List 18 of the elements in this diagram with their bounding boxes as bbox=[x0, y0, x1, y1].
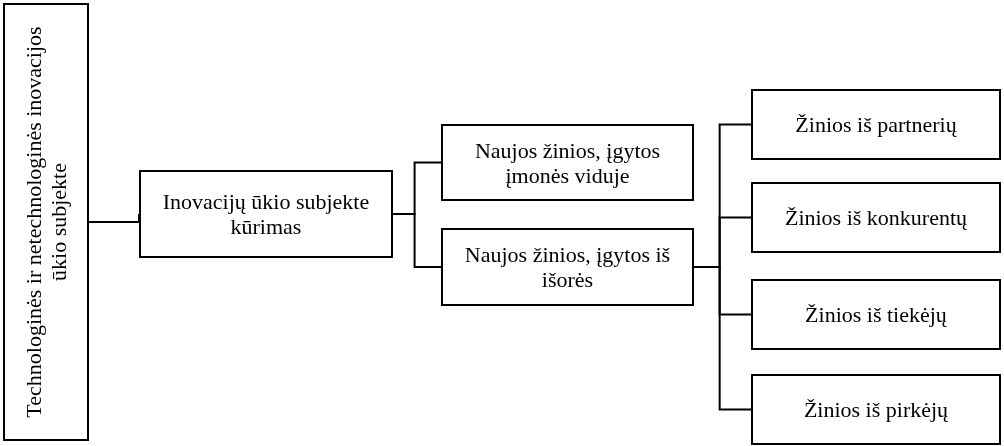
box-label: Žinios iš konkurentų bbox=[783, 205, 969, 230]
box-label: Žinios iš partnerių bbox=[794, 112, 958, 137]
box-label: Inovacijų ūkio subjekte kūrimas bbox=[161, 189, 371, 239]
process-box bbox=[441, 124, 694, 201]
process-box bbox=[751, 374, 1001, 445]
connector-line bbox=[693, 266, 752, 411]
process-box bbox=[139, 170, 393, 258]
connector-line bbox=[392, 213, 442, 268]
process-box bbox=[751, 89, 1001, 160]
process-box bbox=[3, 3, 89, 441]
box-label: Technologinės ir netechnologinės inovacijos ūkio subjekte bbox=[21, 25, 71, 420]
process-box bbox=[441, 228, 694, 306]
process-box bbox=[751, 182, 1001, 253]
box-label: Naujos žinios, įgytos įmonės viduje bbox=[473, 137, 662, 188]
box-label: Žinios iš pirkėjų bbox=[802, 397, 950, 422]
box-label: Žinios iš tiekėjų bbox=[804, 302, 948, 327]
process-box bbox=[751, 279, 1001, 350]
box-label: Naujos žinios, įgytos iš išorės bbox=[463, 242, 672, 292]
